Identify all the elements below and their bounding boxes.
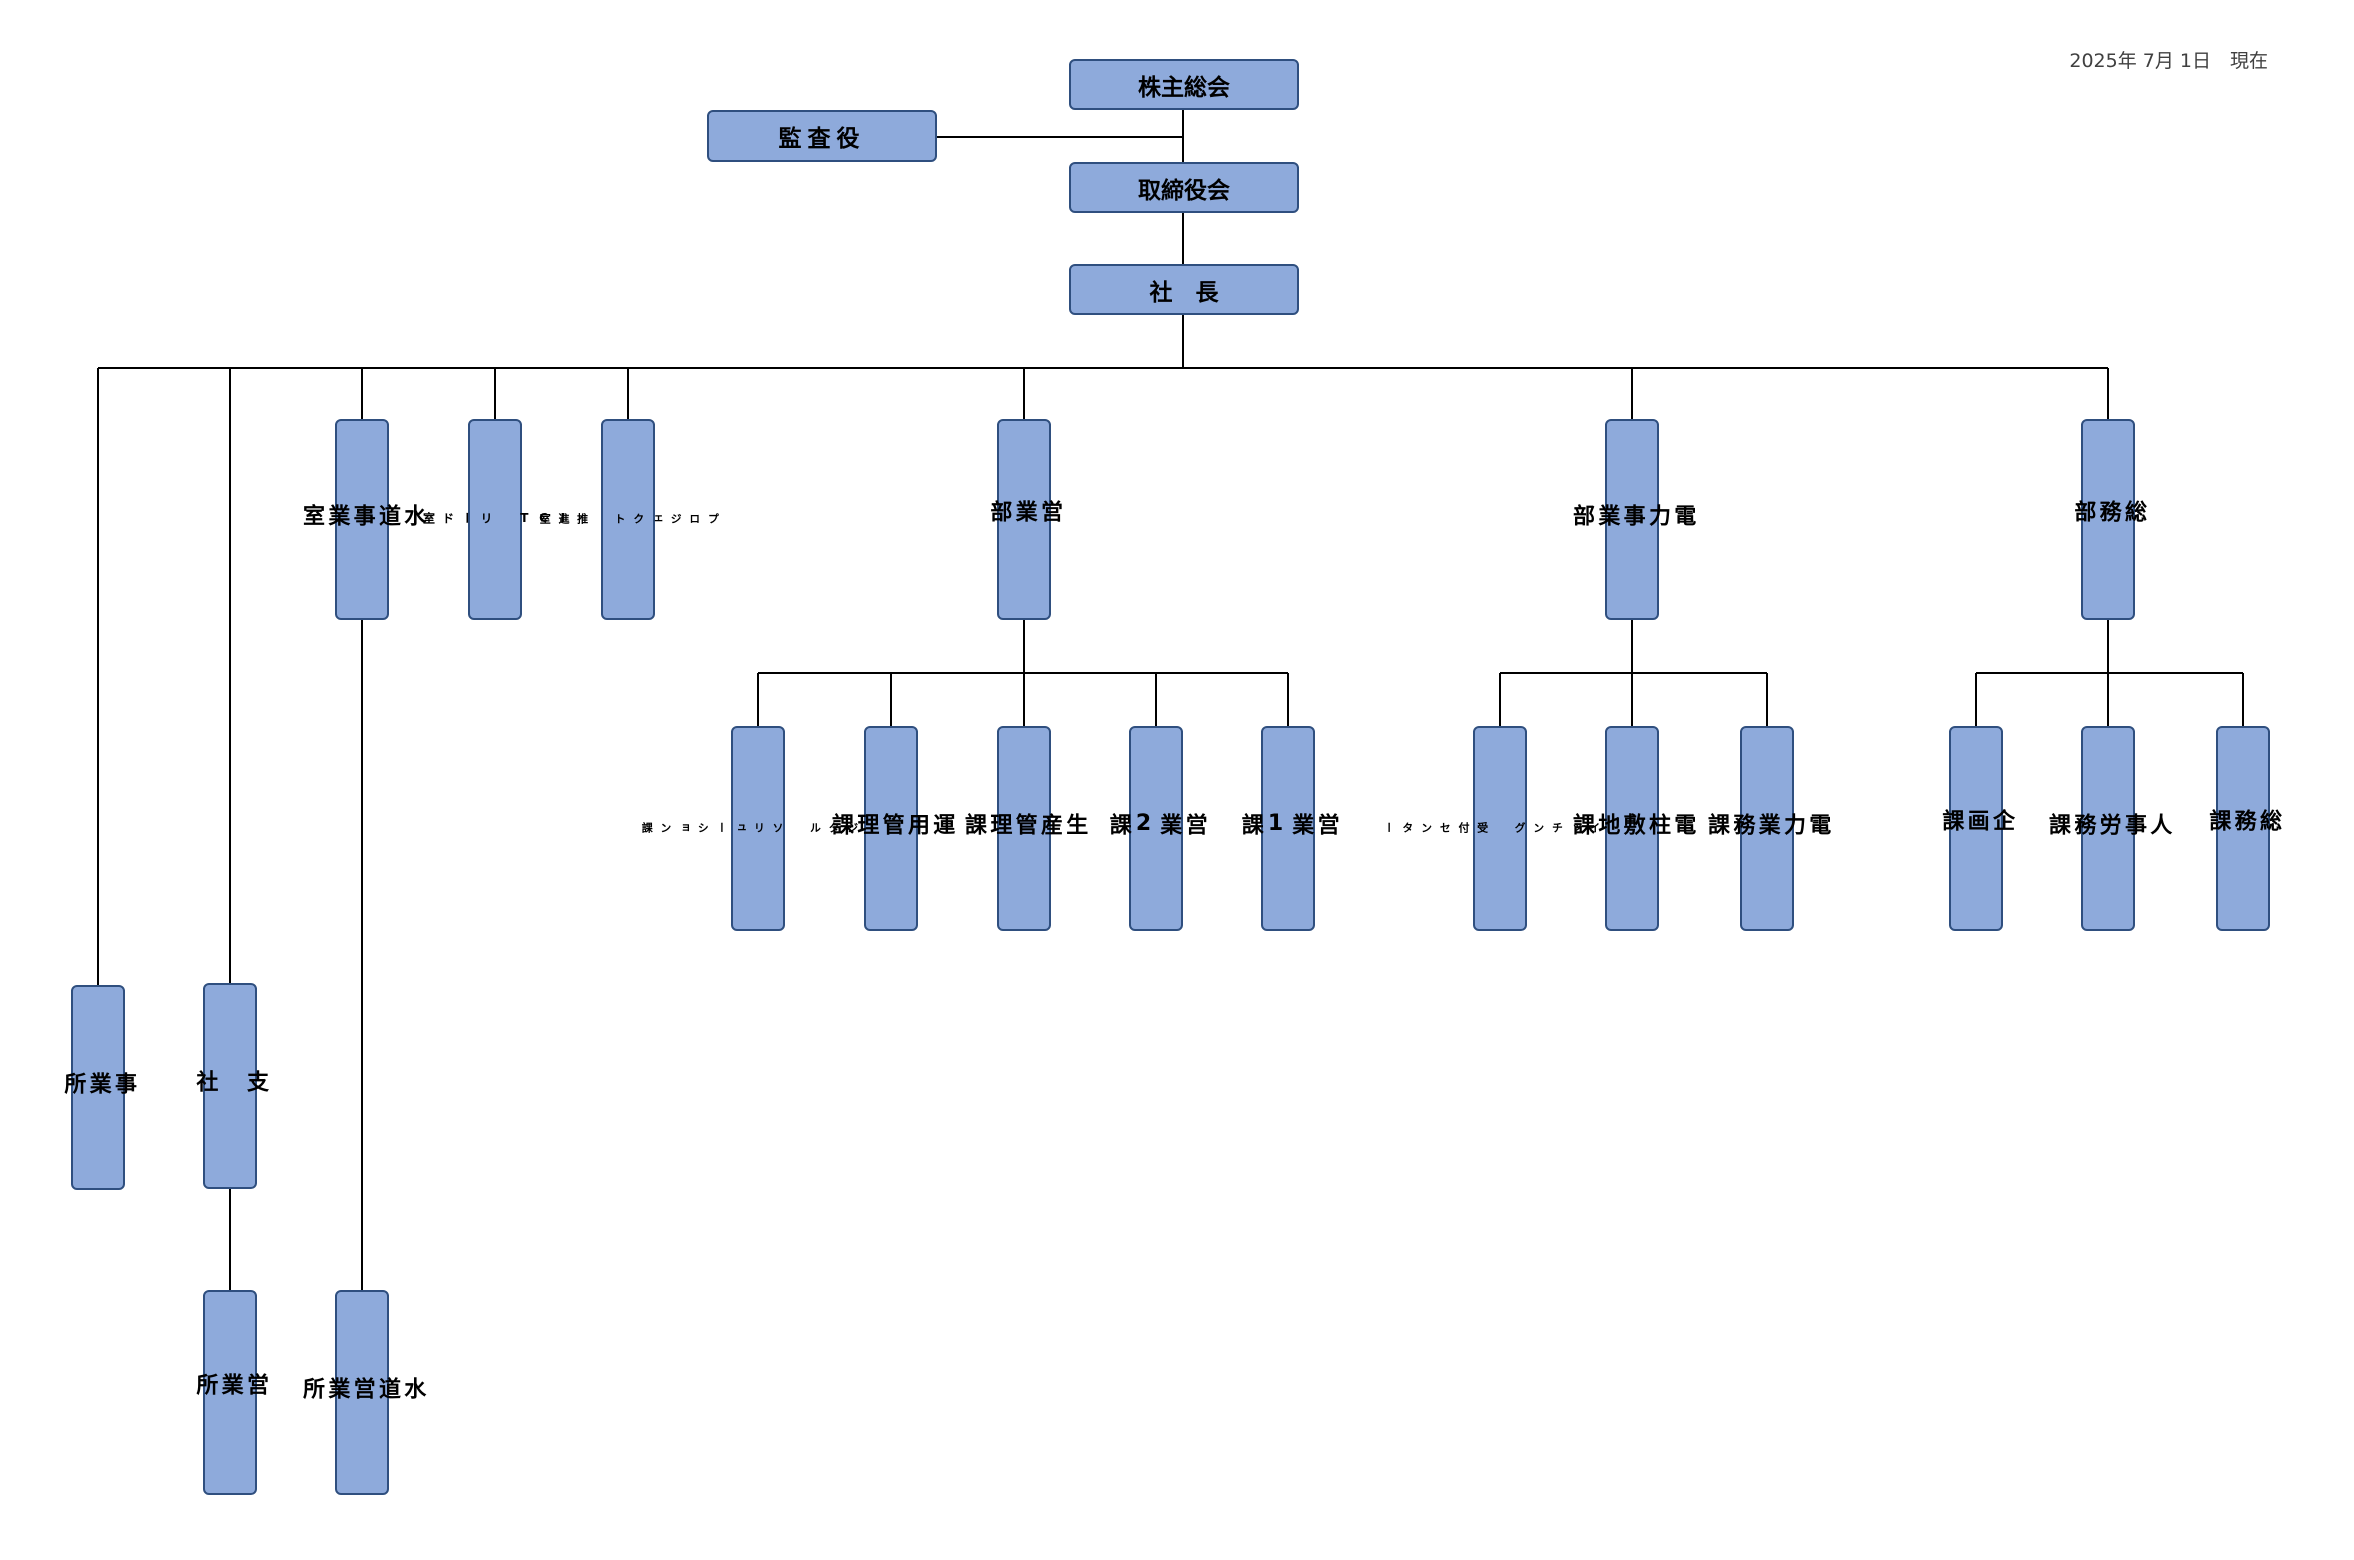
general-affairs-dept-box: 総 務 部: [2070, 419, 2146, 620]
utility-pole-box: 電 柱 敷 地 課: [1569, 726, 1695, 931]
office-box: 事 業 所: [60, 985, 136, 1190]
sales-office-box: 営 業 所: [192, 1290, 268, 1495]
production-mgmt-box: 生 産 管 理 課: [961, 726, 1087, 931]
board-box: 取締役会: [1069, 162, 1299, 213]
shareholders-meeting-box: 株主総会: [1069, 59, 1299, 110]
digital-solution-box: デ ジ タ ル ソ リ ュ ー シ ョ ン 課: [640, 726, 877, 931]
planning-box: 企 画 課: [1938, 726, 2014, 931]
hr-labor-box: 人 事 労 務 課: [2045, 726, 2171, 931]
operations-mgmt-box: 運 用 管 理 課: [828, 726, 954, 931]
auditor-box: 監査役: [707, 110, 937, 162]
date-label: 2025年 7月 1日 現在: [2069, 50, 2268, 72]
branch-box: 支 社: [192, 983, 268, 1189]
project-promotion-box: プ ロ ジ ェ ク ト 推 進 室: [538, 419, 719, 620]
sales-dept-box: 営 業 部: [986, 419, 1062, 620]
power-business-box: 電 力 事 業 部: [1569, 419, 1695, 620]
sales-1-box: 営 業 1 課: [1238, 726, 1339, 931]
switching-center-box: ス イ ッ チ ン グ 受 付 セ ン タ ー: [1382, 726, 1619, 931]
sales-2-box: 営 業 2 課: [1106, 726, 1207, 931]
president-box: 社 長: [1069, 264, 1299, 315]
power-operations-box: 電 力 業 務 課: [1704, 726, 1830, 931]
water-sales-office-box: 水 道 営 業 所: [299, 1290, 425, 1495]
ict-lead-box: I C T リ ー ド 室: [421, 419, 570, 620]
general-affairs-section-box: 総 務 課: [2205, 726, 2281, 931]
water-business-box: 水 道 事 業 室: [299, 419, 425, 620]
